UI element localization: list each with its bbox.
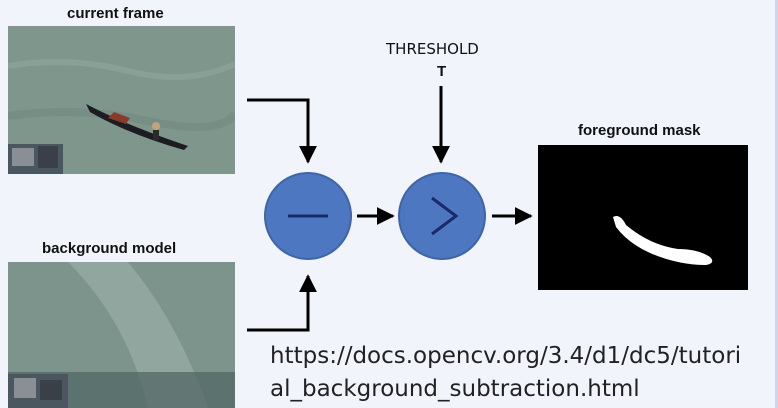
subtract-operator (264, 172, 352, 260)
source-url[interactable]: https://docs.opencv.org/3.4/d1/dc5/tutor… (270, 340, 770, 406)
foreground-mask-image (538, 145, 748, 290)
compare-operator (398, 172, 486, 260)
threshold-label: THRESHOLD (386, 40, 479, 58)
arrow-model-to-subtract (247, 274, 317, 332)
arrow-frame-to-subtract (247, 98, 317, 164)
source-url-line-1[interactable]: https://docs.opencv.org/3.4/d1/dc5/tutor… (270, 343, 742, 369)
source-url-line-2[interactable]: al_background_subtraction.html (270, 376, 640, 402)
background-model-label: background model (42, 240, 177, 257)
background-model-image (8, 262, 235, 408)
foreground-mask-label: foreground mask (578, 122, 701, 139)
threshold-symbol: T (437, 63, 447, 80)
current-frame-label: current frame (67, 5, 164, 22)
current-frame-image (8, 26, 235, 174)
